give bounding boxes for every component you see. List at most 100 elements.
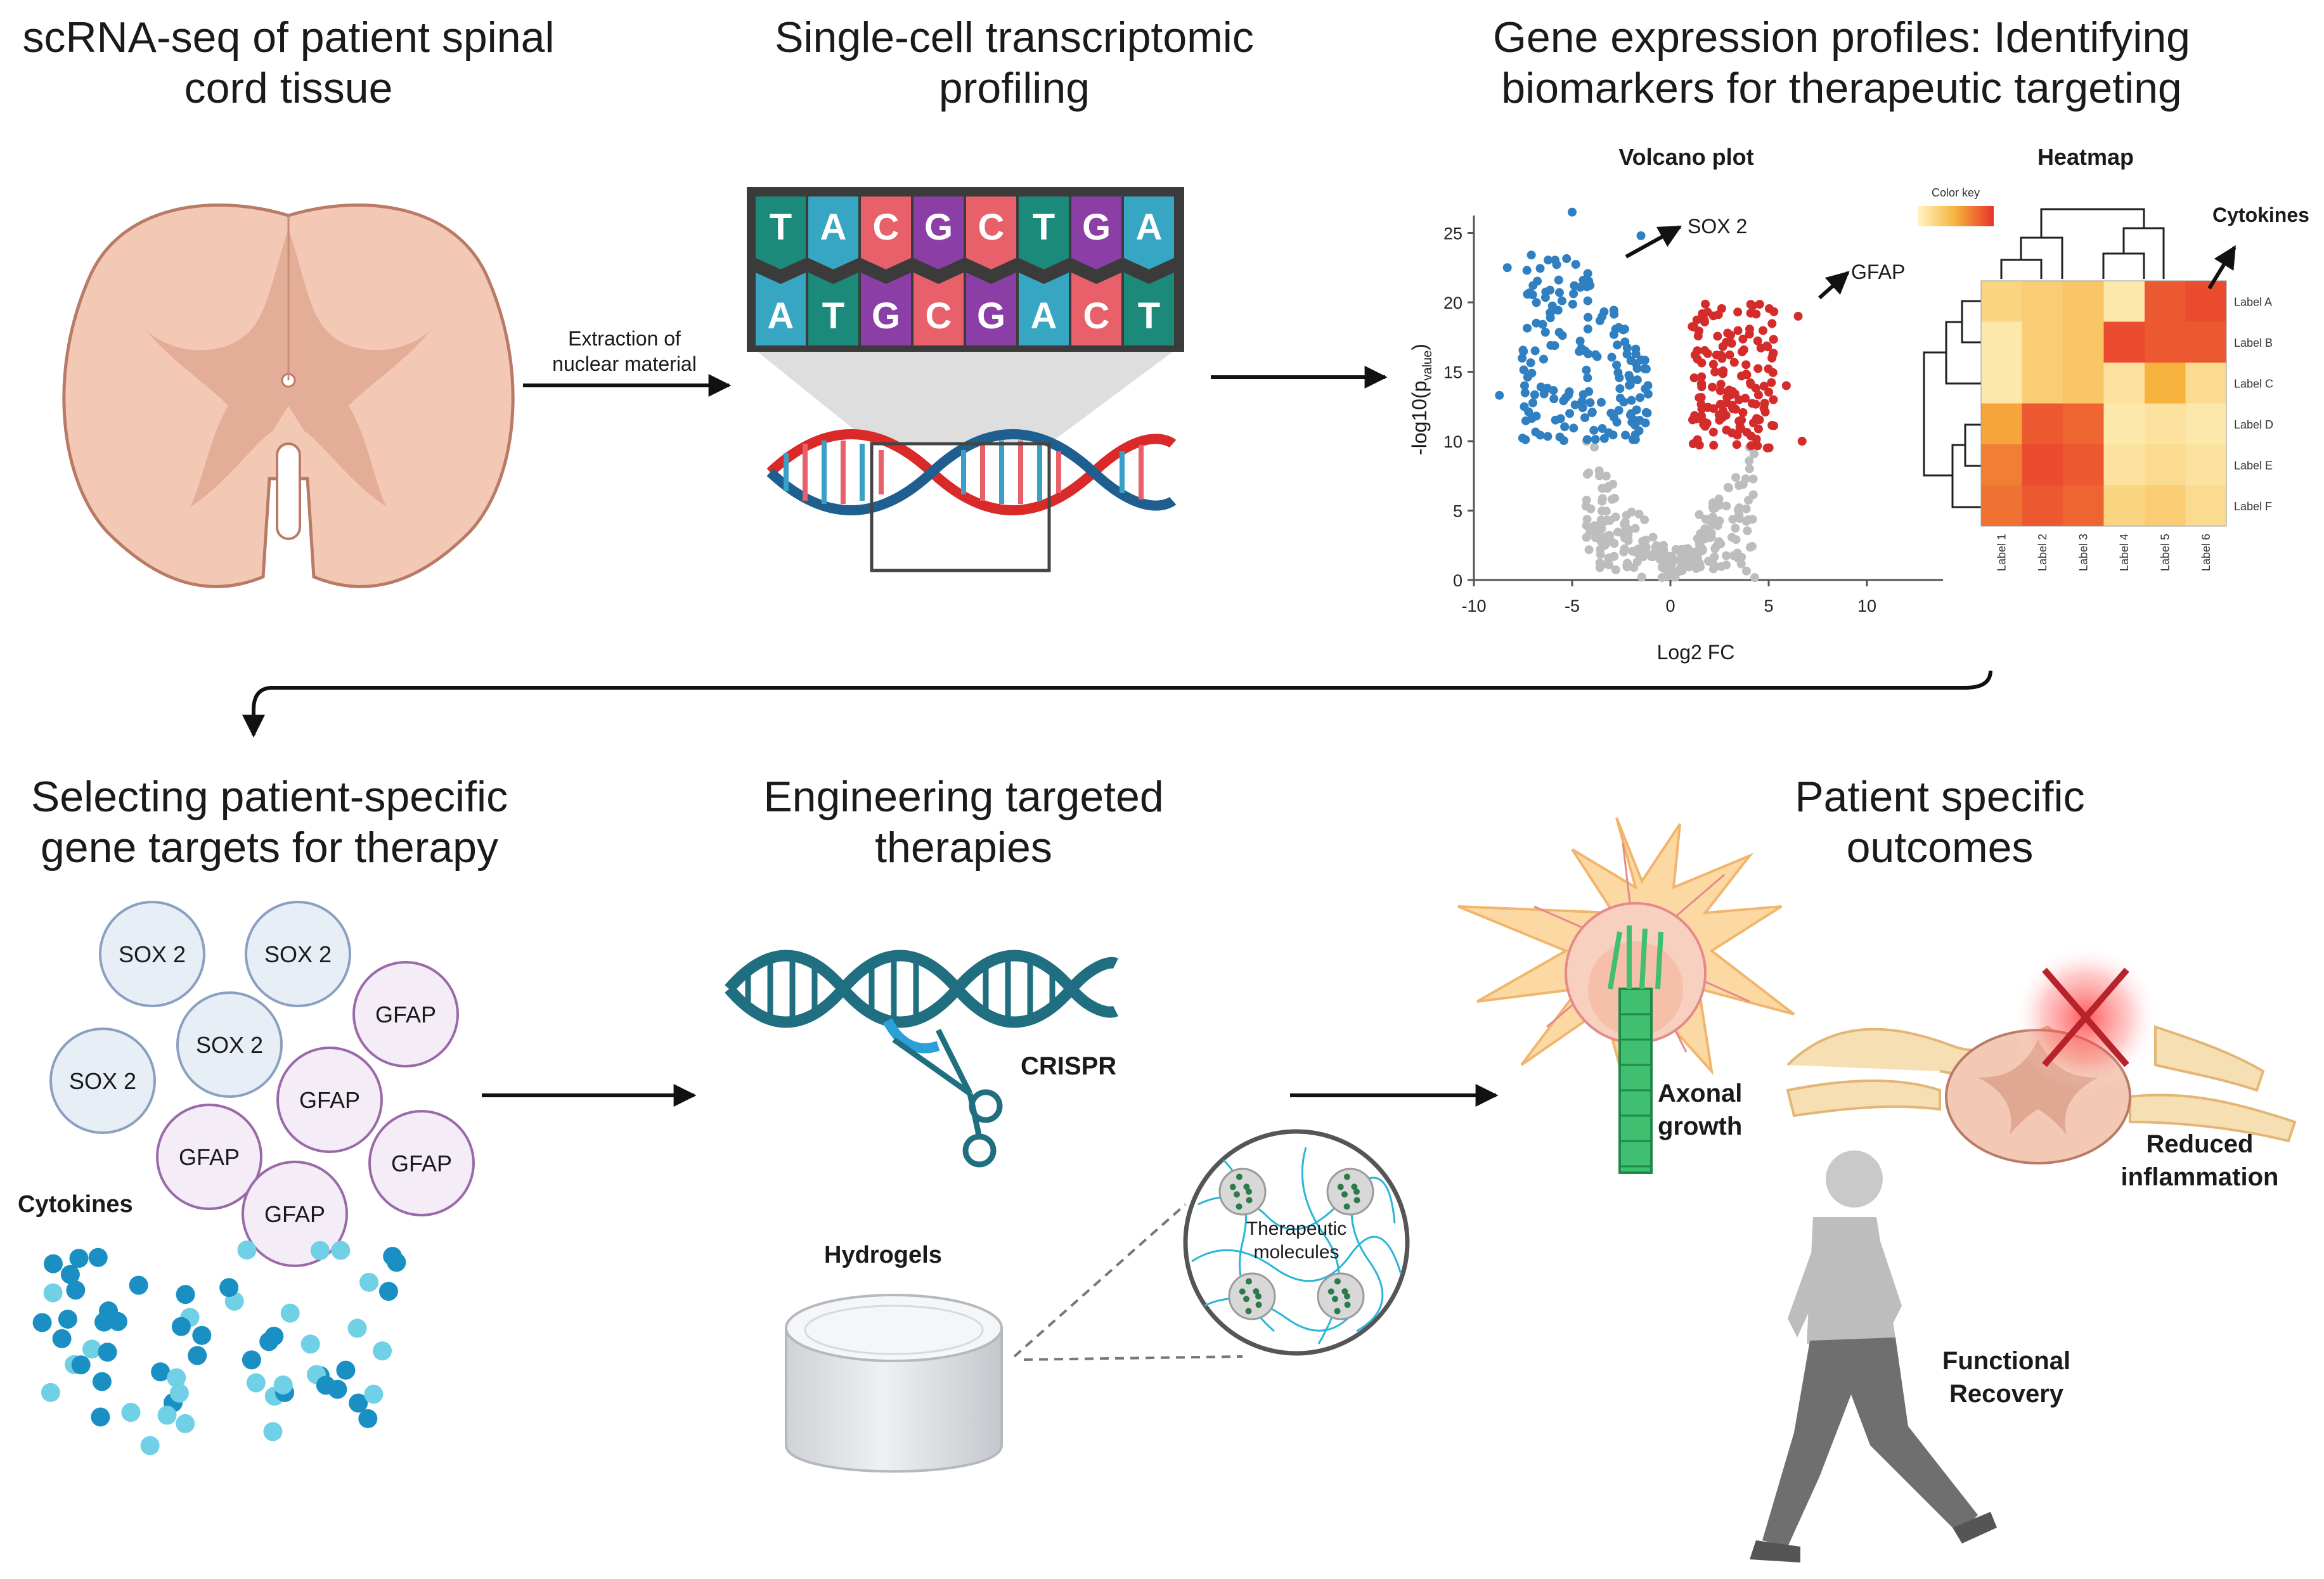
volcano-point bbox=[1717, 354, 1727, 363]
volcano-point bbox=[1764, 443, 1774, 453]
panel3-title-line2: biomarkers for therapeutic targeting bbox=[1501, 64, 2181, 112]
cytokine-dot bbox=[43, 1254, 63, 1273]
volcano-point bbox=[1722, 337, 1731, 347]
cytokine-dot bbox=[188, 1346, 207, 1365]
heatmap-cells bbox=[1980, 280, 2227, 527]
volcano-point bbox=[1546, 307, 1556, 317]
volcano-point bbox=[1627, 417, 1637, 427]
volcano-point bbox=[1612, 360, 1622, 370]
volcano-point bbox=[1745, 456, 1754, 466]
volcano-point bbox=[1587, 408, 1597, 417]
volcano-point bbox=[1523, 323, 1532, 333]
cytokine-dot bbox=[264, 1327, 284, 1346]
volcano-point bbox=[1604, 428, 1613, 437]
volcano-point bbox=[1582, 435, 1592, 444]
volcano-point bbox=[1722, 551, 1731, 560]
base-bottom-label-6: C bbox=[1083, 295, 1110, 337]
volcano-point bbox=[1526, 358, 1535, 368]
sox2-node bbox=[99, 901, 205, 1007]
volcano-point bbox=[1737, 552, 1746, 562]
volcano-point bbox=[1634, 544, 1643, 553]
row-connector-arrow bbox=[242, 670, 1992, 738]
base-top-0 bbox=[756, 197, 806, 269]
volcano-point bbox=[1624, 530, 1633, 539]
volcano-point bbox=[1732, 440, 1741, 449]
volcano-point bbox=[1767, 378, 1776, 387]
heatmap-cell bbox=[2145, 444, 2186, 486]
hydrogel-zoom bbox=[1183, 1129, 1410, 1356]
volcano-point bbox=[1583, 325, 1592, 334]
sox2-node-label: SOX 2 bbox=[196, 1032, 263, 1058]
heatmap-row-label-2: Label C bbox=[2234, 377, 2273, 390]
heatmap-cell bbox=[2145, 403, 2186, 444]
cytokine-dot bbox=[263, 1422, 283, 1441]
gfap-node-label: GFAP bbox=[391, 1150, 452, 1176]
volcano-point bbox=[1708, 359, 1718, 369]
volcano-point bbox=[1716, 562, 1726, 571]
heatmap-cell bbox=[2063, 444, 2104, 486]
cytokine-dot bbox=[129, 1275, 148, 1295]
cytokine-dot bbox=[60, 1265, 80, 1284]
volcano-point bbox=[1568, 299, 1577, 309]
volcano-point bbox=[1530, 346, 1540, 356]
cytokine-dot bbox=[32, 1313, 52, 1332]
volcano-point bbox=[1583, 269, 1592, 278]
gfap-node-label: GFAP bbox=[179, 1144, 240, 1170]
volcano-point bbox=[1663, 572, 1672, 581]
gfap-node-label: GFAP bbox=[375, 1002, 436, 1028]
base-top-4 bbox=[966, 197, 1016, 269]
cytokine-dot bbox=[237, 1240, 257, 1260]
volcano-point bbox=[1502, 263, 1512, 273]
cytokine-dot bbox=[169, 1383, 189, 1403]
volcano-point bbox=[1727, 402, 1737, 411]
volcano-point bbox=[1746, 441, 1756, 451]
heatmap-cell bbox=[2185, 403, 2226, 444]
volcano-point bbox=[1528, 398, 1537, 408]
volcano-point bbox=[1733, 307, 1743, 317]
volcano-point bbox=[1629, 563, 1639, 572]
heatmap-col-label-1: Label 2 bbox=[2036, 534, 2049, 571]
volcano-point bbox=[1615, 373, 1624, 382]
volcano-point bbox=[1700, 422, 1710, 431]
cytokine-dot bbox=[71, 1355, 91, 1375]
volcano-point bbox=[1560, 422, 1570, 432]
cytokine-dot bbox=[192, 1325, 212, 1345]
heatmap-cell bbox=[2145, 321, 2186, 363]
panel2-title-line1: Single-cell transcriptomic bbox=[775, 13, 1254, 61]
cytokine-dots bbox=[32, 1240, 406, 1455]
volcano-point bbox=[1627, 396, 1636, 405]
volcano-point bbox=[1641, 535, 1651, 545]
volcano-point bbox=[1634, 510, 1644, 519]
volcano-point bbox=[1621, 430, 1630, 440]
volcano-point bbox=[1793, 311, 1803, 321]
volcano-point bbox=[1746, 380, 1755, 389]
heatmap-col-label-4: Label 5 bbox=[2159, 534, 2171, 571]
color-key-label: Color key bbox=[1932, 186, 1980, 199]
panel-therapies: Engineering targeted therapies CRISPR Hy… bbox=[725, 773, 1410, 1473]
volcano-point bbox=[1495, 390, 1504, 400]
volcano-point bbox=[1745, 543, 1755, 552]
volcano-point bbox=[1565, 409, 1575, 418]
volcano-point bbox=[1750, 573, 1759, 583]
sox2-annotation: SOX 2 bbox=[1688, 215, 1747, 238]
arrow1-label-line1: Extraction of bbox=[568, 327, 681, 350]
volcano-point bbox=[1523, 372, 1532, 382]
heatmap-cell bbox=[2022, 485, 2063, 526]
base-top-5 bbox=[1019, 197, 1069, 269]
heatmap-cell bbox=[2103, 363, 2145, 404]
volcano-point bbox=[1648, 552, 1658, 562]
volcano-point bbox=[1622, 349, 1632, 359]
volcano-point bbox=[1592, 527, 1602, 536]
heatmap-cell bbox=[1981, 321, 2022, 363]
volcano-point bbox=[1584, 313, 1593, 322]
volcano-point bbox=[1716, 380, 1726, 389]
volcano-point bbox=[1639, 552, 1648, 562]
volcano-point bbox=[1590, 442, 1599, 452]
heatmap-cell bbox=[2103, 281, 2145, 322]
volcano-point bbox=[1605, 531, 1615, 540]
volcano-x-tick-4: 10 bbox=[1857, 596, 1876, 615]
cytokine-dot bbox=[121, 1403, 141, 1422]
cytokine-dot bbox=[58, 1310, 77, 1329]
volcano-point bbox=[1598, 494, 1607, 503]
